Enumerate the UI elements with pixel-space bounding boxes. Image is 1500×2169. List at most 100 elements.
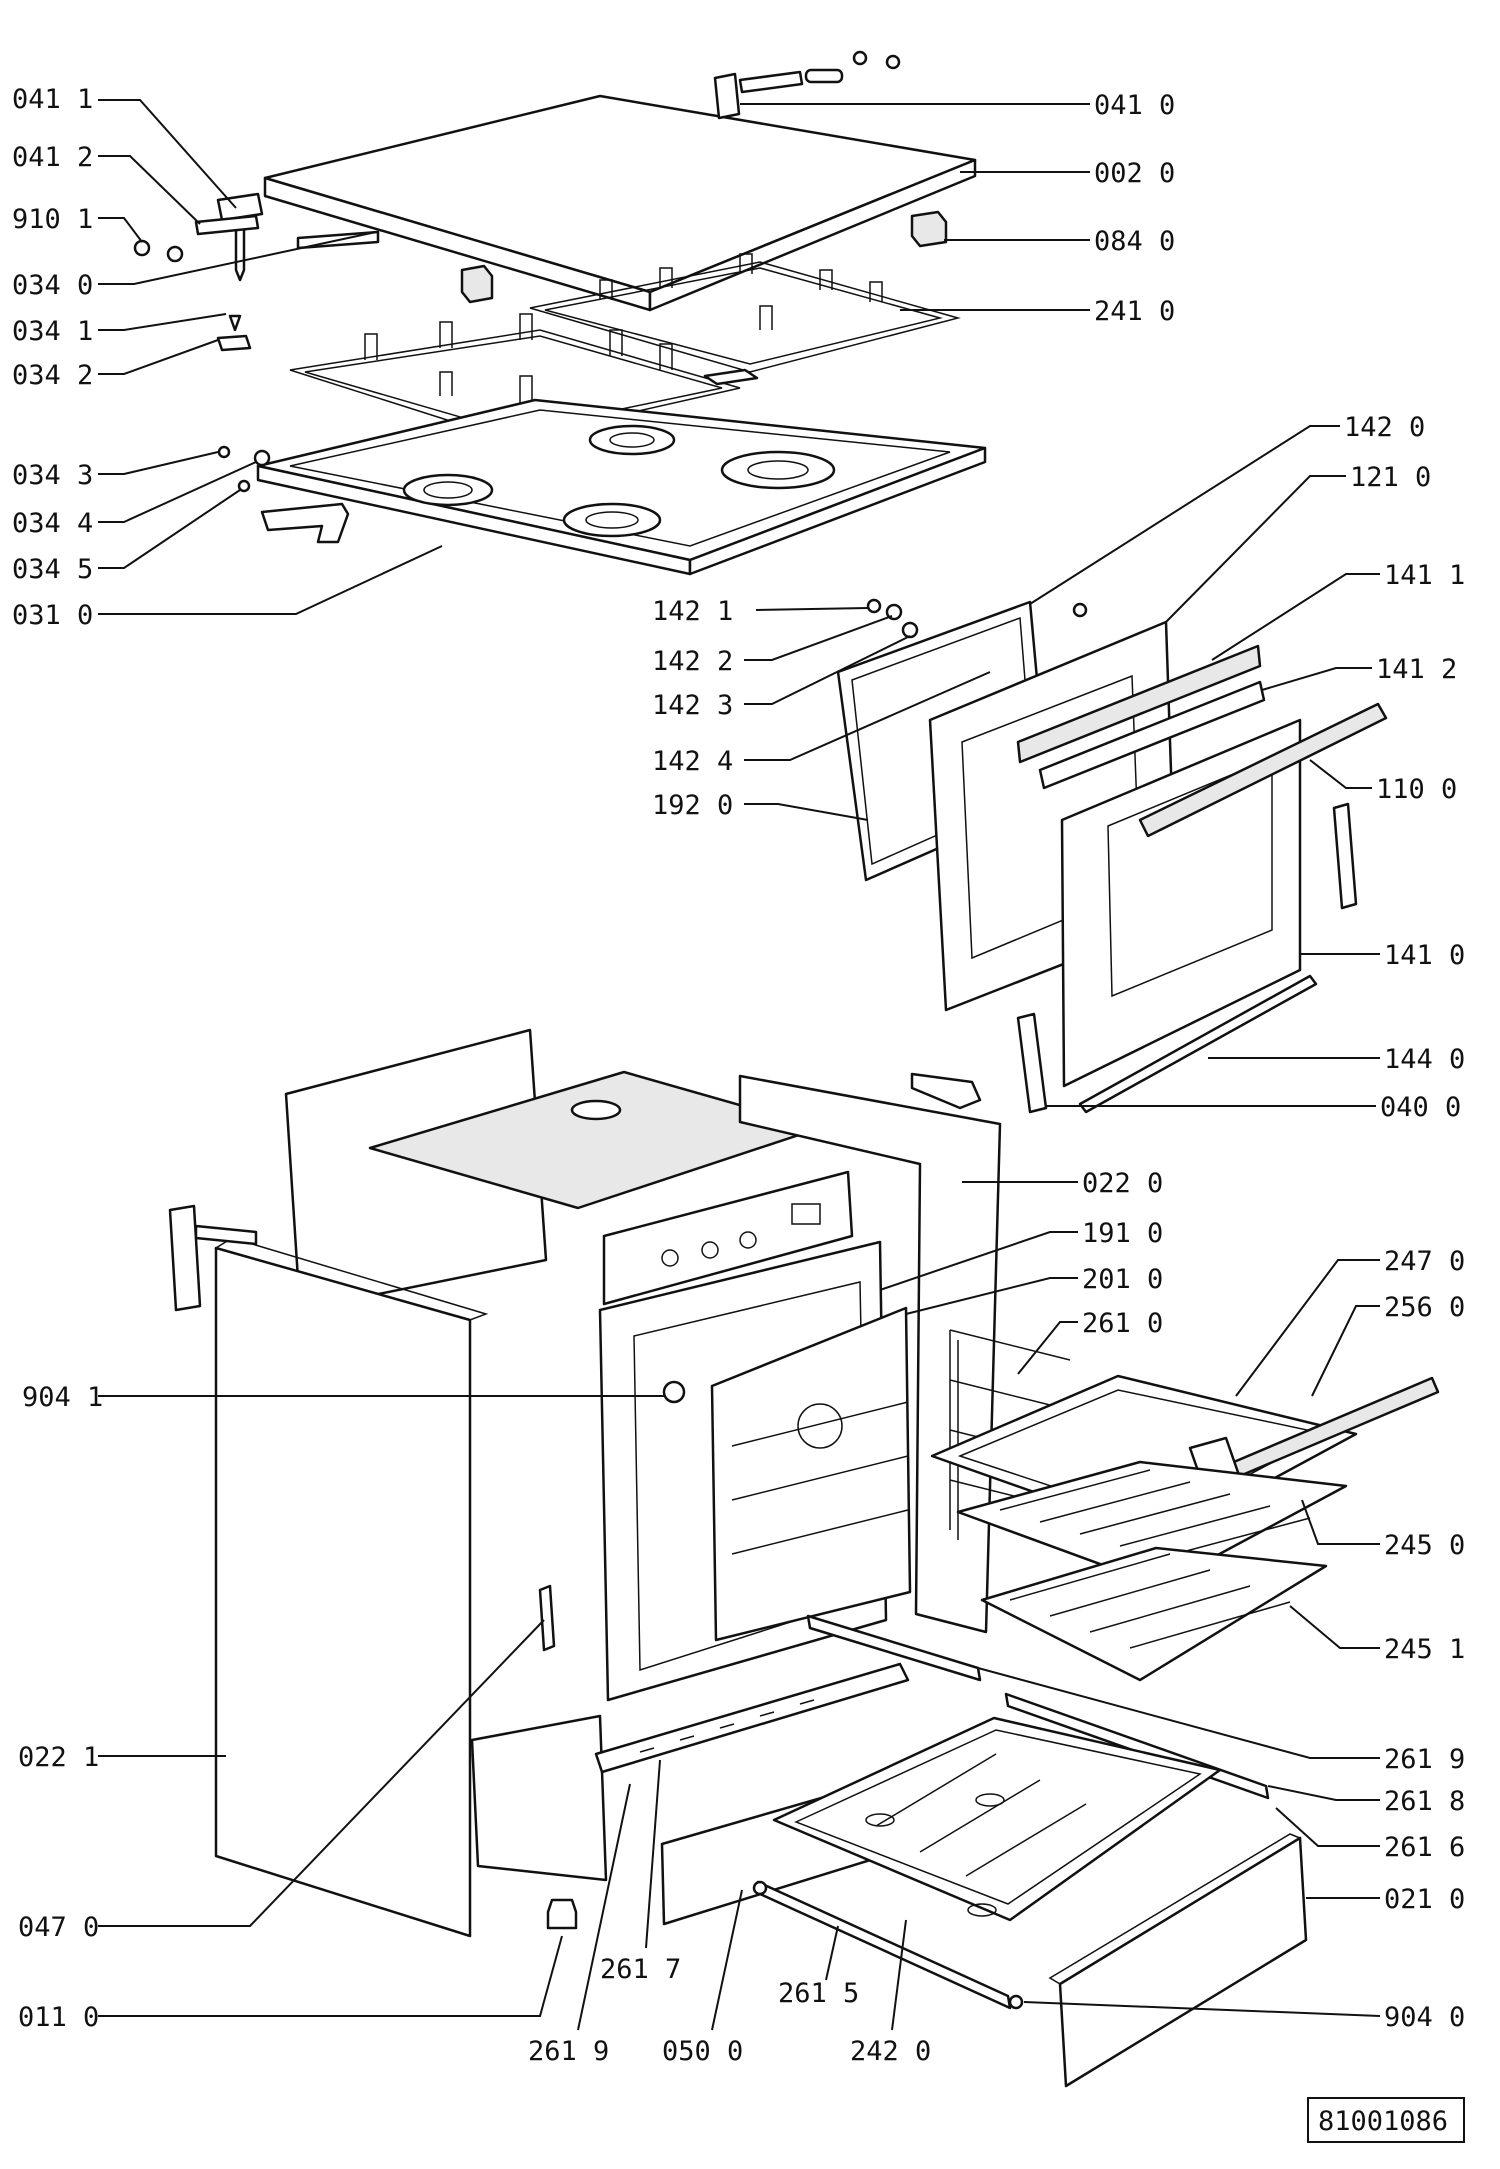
- side-panel-022-1: [214, 1246, 472, 1938]
- document-code-box: 81001086: [1307, 2097, 1465, 2143]
- screw-910-1-b: [166, 245, 184, 263]
- leader-2450: [1301, 1499, 1380, 1545]
- bumper-084-0: [910, 210, 948, 248]
- washer-142-3: [901, 621, 919, 639]
- burner-rear-right-cap: [747, 460, 809, 480]
- burner-rear-left: [588, 424, 676, 456]
- leader-lines: [98, 99, 1381, 2031]
- seal-144-0: [1078, 974, 1318, 1114]
- grid-241-0-fingers: [599, 253, 883, 330]
- label-142-1: 142 1: [652, 596, 733, 627]
- hob-bracket: [260, 502, 350, 544]
- leader-1411: [1211, 573, 1380, 661]
- leader-0344: [98, 461, 257, 523]
- rack-245-0: [956, 1460, 1348, 1588]
- hinge-041-1: [216, 192, 264, 282]
- label-034-3: 034 3: [12, 460, 93, 491]
- grid-left-fingers: [364, 313, 673, 404]
- drawer-assembly: [660, 1614, 1308, 2088]
- label-904-0: 904 0: [1384, 2002, 1465, 2033]
- label-011-0: 011 0: [18, 2002, 99, 2033]
- hob-plate-inner: [289, 409, 951, 547]
- leader-2010: [905, 1277, 1078, 1315]
- hob-plate-side: [688, 446, 987, 576]
- bumper-left: [460, 264, 494, 304]
- leader-0341: [98, 313, 227, 331]
- burner-front-left: [402, 473, 494, 507]
- leader-0310: [98, 545, 443, 615]
- leader-0411: [98, 99, 237, 209]
- leader-0110: [98, 1935, 563, 2017]
- leader-b0500: [711, 1889, 743, 2031]
- leader-0343: [98, 451, 219, 475]
- leader-1423: [744, 635, 911, 705]
- rail-261-9: [806, 1614, 982, 1682]
- leader-9101: [98, 217, 143, 243]
- oven-cavity-201-0: [710, 1306, 912, 1642]
- label-192-0: 192 0: [652, 790, 733, 821]
- leader-1920: [744, 803, 869, 821]
- leader-1422: [744, 615, 893, 661]
- leader-1421: [755, 607, 869, 611]
- hinge-041-2: [194, 214, 260, 236]
- label-041-0: 041 0: [1094, 90, 1175, 121]
- leader-0412: [98, 155, 201, 225]
- label-261-9-bottom: 261 9: [528, 2036, 609, 2067]
- leader-1100: [1309, 759, 1372, 789]
- drawer-hole-3: [967, 1903, 997, 1917]
- label-245-0: 245 0: [1384, 1530, 1465, 1561]
- label-121-0: 121 0: [1350, 462, 1431, 493]
- grid-clip: [703, 368, 759, 386]
- lid-assembly: [133, 50, 977, 312]
- oven-fan: [797, 1403, 843, 1449]
- hinge-041-0: [713, 70, 804, 120]
- label-910-1: 910 1: [12, 204, 93, 235]
- burner-rear-right: [720, 450, 836, 490]
- hob-clip-034-1: [228, 314, 242, 332]
- leader-b2617: [645, 1759, 661, 1949]
- label-142-4: 142 4: [652, 746, 733, 777]
- screw-right: [1072, 602, 1088, 618]
- drawer-front-021-0-top: [1048, 1833, 1302, 1985]
- leader-2560: [1311, 1305, 1380, 1397]
- handle-bracket-141-2: [1038, 680, 1266, 790]
- label-142-3: 142 3: [652, 690, 733, 721]
- back-panel: [284, 1028, 548, 1312]
- runner-roller: [752, 1880, 768, 1896]
- rail-261-7-slots: [639, 1699, 815, 1753]
- door-hinge-040-0: [1016, 1012, 1048, 1114]
- label-034-0: 034 0: [12, 270, 93, 301]
- rail-261-7: [594, 1662, 910, 1774]
- leader-2610: [1017, 1321, 1078, 1375]
- lid-002-0-side: [648, 158, 977, 312]
- drawer-hole-1: [975, 1793, 1005, 1807]
- grid-left-frame-inner: [304, 335, 723, 433]
- label-021-0: 021 0: [1384, 1884, 1465, 1915]
- label-084-0: 084 0: [1094, 226, 1175, 257]
- label-191-0: 191 0: [1082, 1218, 1163, 1249]
- label-050-0: 050 0: [662, 2036, 743, 2067]
- leader-1424: [744, 671, 991, 761]
- burner-front-left-cap: [423, 481, 473, 499]
- clip-841: [804, 68, 844, 84]
- top-cover-hole: [570, 1099, 622, 1121]
- label-142-2: 142 2: [652, 646, 733, 677]
- label-031-0: 031 0: [12, 600, 93, 631]
- leader-0345: [98, 489, 241, 569]
- leader-1210: [1165, 475, 1346, 623]
- leader-2470: [1235, 1259, 1380, 1397]
- label-144-0: 144 0: [1384, 1044, 1465, 1075]
- leader-0340: [98, 231, 377, 285]
- door-handle-110-0: [1138, 702, 1388, 838]
- label-022-1: 022 1: [18, 1742, 99, 1773]
- label-261-8: 261 8: [1384, 1786, 1465, 1817]
- knob-3: [739, 1231, 757, 1249]
- label-141-1: 141 1: [1384, 560, 1465, 591]
- label-241-0: 241 0: [1094, 296, 1175, 327]
- label-047-0: 047 0: [18, 1912, 99, 1943]
- label-247-0: 247 0: [1384, 1246, 1465, 1277]
- trays-racks: [930, 1329, 1440, 1682]
- hob-top-031-0: [217, 398, 987, 576]
- outer-glass-141-0-window: [1107, 756, 1273, 998]
